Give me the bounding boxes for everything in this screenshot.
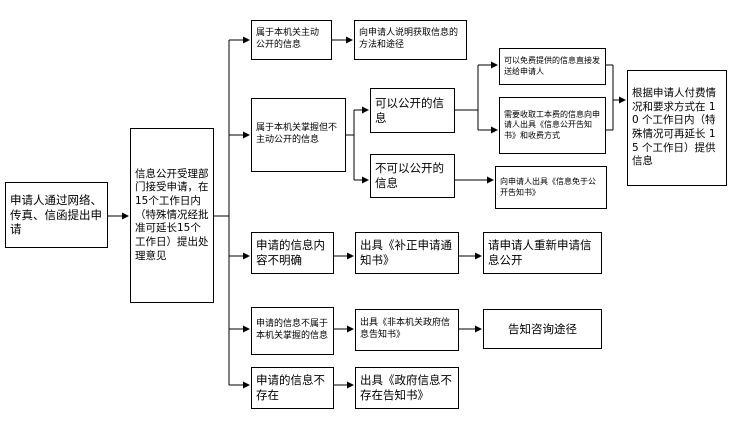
box-branch-4-text: 申请的信息不属于本机关掌握的信息 — [256, 319, 329, 341]
box-branch-3-text: 申请的信息内容不明确 — [256, 238, 325, 267]
box-dept: 信息公开受理部门接受申请，在15个工作日内（特殊情况经批准可延长15个工作日）提… — [130, 128, 214, 303]
box-branch-4-result: 告知咨询途径 — [483, 309, 602, 349]
box-apply: 申请人通过网络、传真、信函提出申请 — [5, 182, 108, 248]
box-branch-1: 属于本机关主动公开的信息 — [251, 20, 332, 60]
box-branch-3-action: 出具《补正申请通知书》 — [355, 232, 459, 274]
box-can-disclose: 可以公开的信息 — [370, 88, 455, 133]
box-branch-2-text: 属于本机关掌握但不主动公开的信息 — [256, 123, 338, 145]
box-exempt-notice: 向申请人出具《信息免于公开告知书》 — [495, 166, 607, 209]
box-branch-4-action-text: 出具《非本机关政府信息告知书》 — [360, 318, 451, 340]
box-branch-1-action-text: 向申请人说明获取信息的方法和途径 — [359, 28, 459, 50]
box-free-provide: 可以免费提供的信息直接发送给申请人 — [499, 48, 606, 85]
box-branch-1-action: 向申请人说明获取信息的方法和途径 — [354, 20, 467, 60]
box-branch-3: 申请的信息内容不明确 — [251, 232, 334, 274]
box-dept-text: 信息公开受理部门接受申请，在15个工作日内（特殊情况经批准可延长15个工作日）提… — [135, 167, 209, 262]
box-branch-3-result-text: 请申请人重新申请信息公开 — [488, 238, 592, 267]
box-branch-5-action: 出具《政府信息不存在告知书》 — [355, 367, 459, 409]
box-can-disclose-text: 可以公开的信息 — [375, 95, 444, 125]
box-branch-5-text: 申请的信息不存在 — [256, 373, 325, 402]
box-cannot-disclose-text: 不可以公开的信息 — [375, 161, 444, 190]
box-branch-3-result: 请申请人重新申请信息公开 — [483, 232, 602, 274]
box-cannot-disclose: 不可以公开的信息 — [370, 154, 455, 198]
box-branch-5: 申请的信息不存在 — [251, 367, 334, 409]
box-free-provide-text: 可以免费提供的信息直接发送给申请人 — [504, 56, 600, 76]
box-branch-1-text: 属于本机关主动公开的信息 — [256, 28, 320, 50]
box-branch-4: 申请的信息不属于本机关掌握的信息 — [251, 307, 334, 355]
box-fee-notice-text: 需要收取工本费的信息向申请人出具《信息公开告知书》和收费方式 — [504, 109, 600, 140]
box-branch-3-action-text: 出具《补正申请通知书》 — [360, 238, 452, 267]
box-branch-5-action-text: 出具《政府信息不存在告知书》 — [360, 373, 452, 402]
box-branch-4-action: 出具《非本机关政府信息告知书》 — [355, 309, 459, 351]
box-branch-2: 属于本机关掌握但不主动公开的信息 — [251, 98, 346, 172]
box-provide-info-text: 根据申请人付费情况和要求方式在 10 个工作日内（特殊情况可再延长 15 个工作… — [632, 87, 716, 168]
box-exempt-notice-text: 向申请人出具《信息免于公开告知书》 — [500, 177, 596, 197]
box-fee-notice: 需要收取工本费的信息向申请人出具《信息公开告知书》和收费方式 — [499, 97, 606, 154]
box-apply-text: 申请人通过网络、传真、信函提出申请 — [10, 192, 102, 237]
box-branch-4-result-text: 告知咨询途径 — [508, 321, 577, 336]
box-provide-info: 根据申请人付费情况和要求方式在 10 个工作日内（特殊情况可再延长 15 个工作… — [627, 70, 727, 186]
